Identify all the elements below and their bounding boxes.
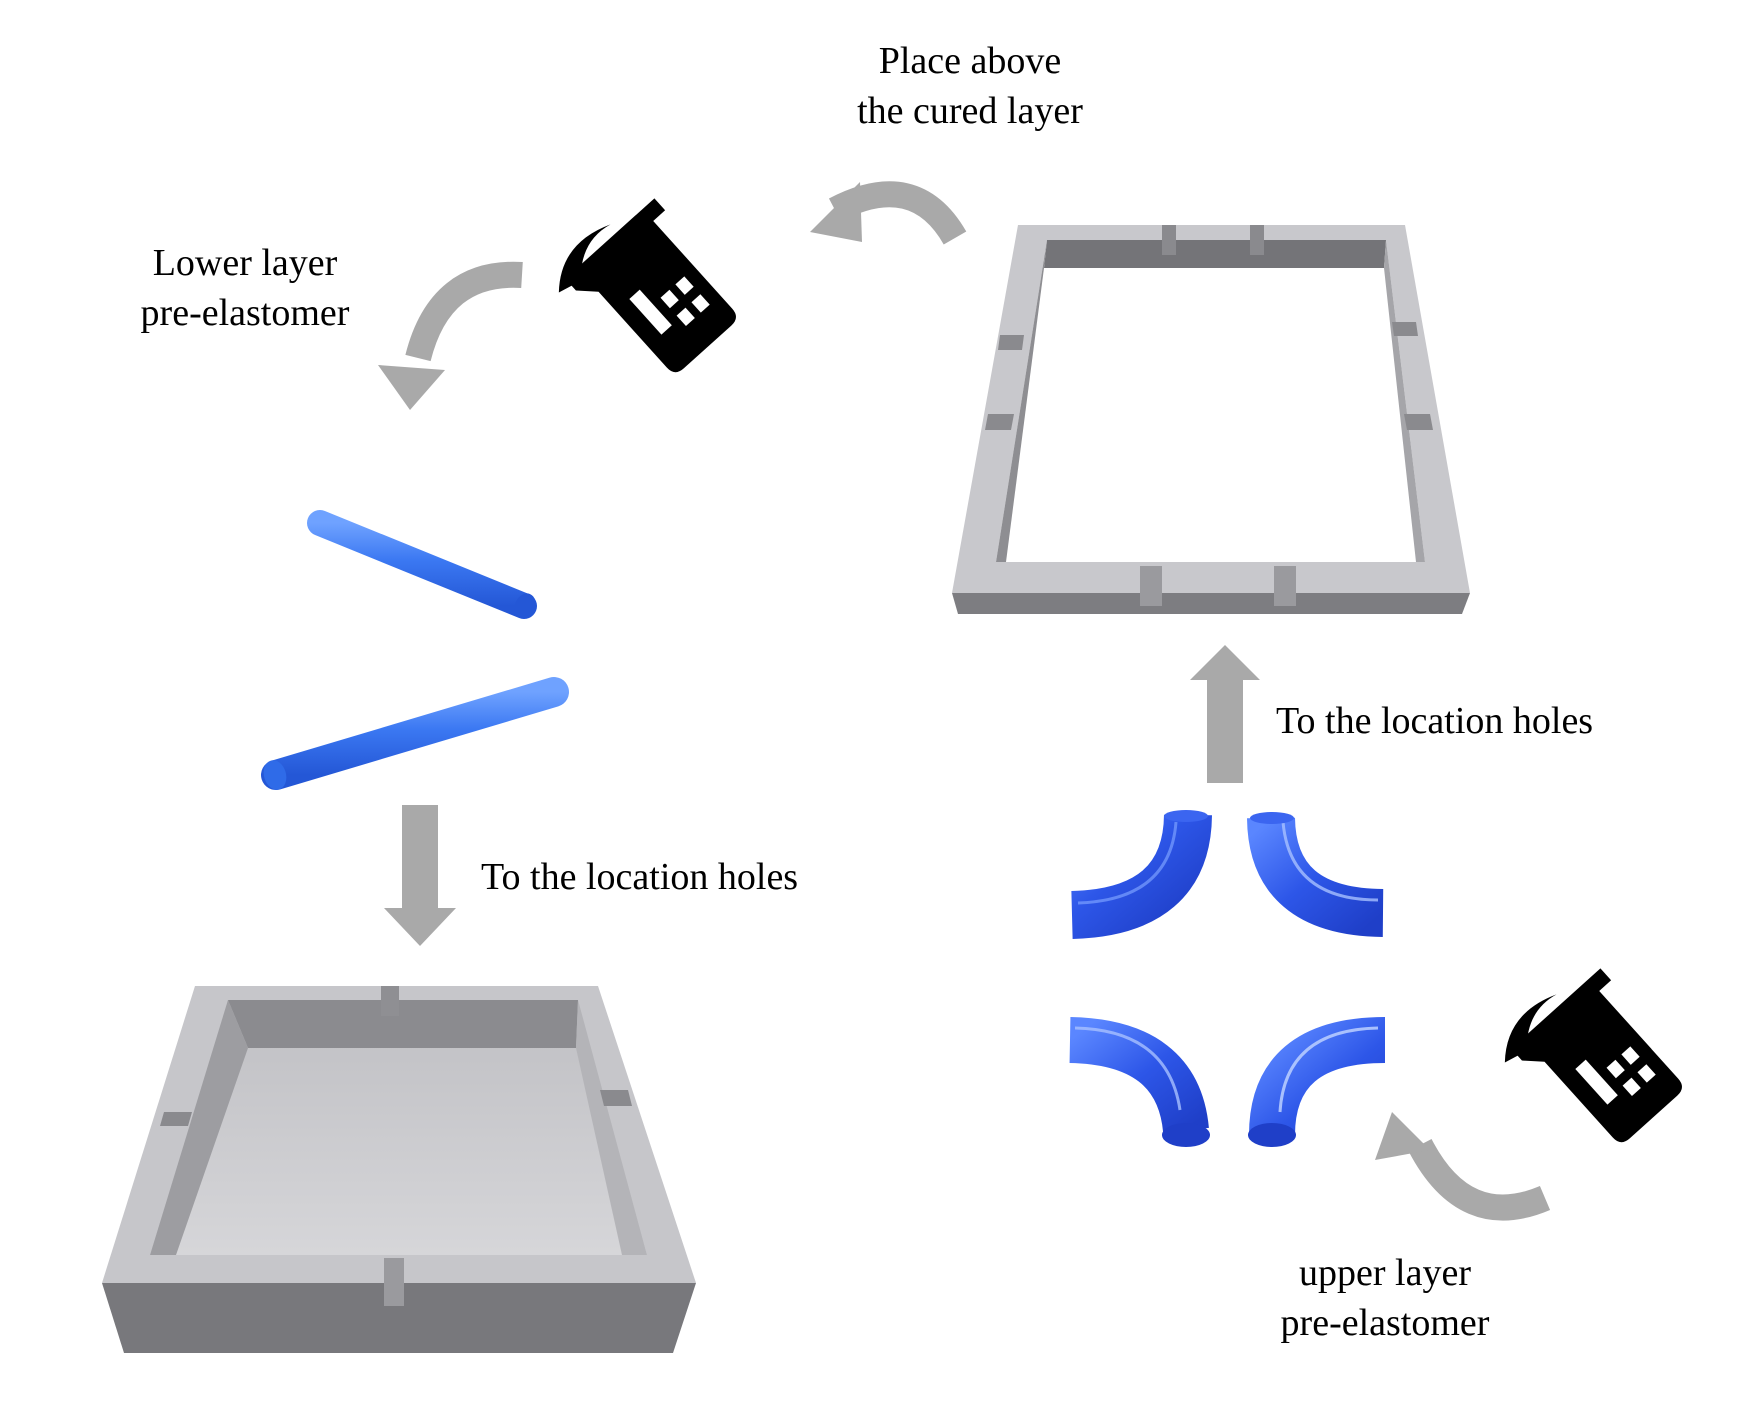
frame-notch-2 [1250,225,1264,255]
tray-cavity-floor [150,1000,647,1255]
upper-layer-label-line2: pre-elastomer [1280,1302,1490,1344]
curved-arrow-place-above [810,181,967,245]
arrow-up [1190,645,1260,783]
bend-top-right [1247,812,1384,937]
frame-inner-back-wall [1044,240,1386,268]
frame-notch-3 [1140,566,1162,606]
cured-layer-frame [952,225,1470,614]
lower-layer-label-line2: pre-elastomer [140,292,350,334]
tray-inner-right-wall [576,1000,647,1255]
to-location-holes-right-label: To the location holes [1276,700,1594,742]
bend-bottom-right [1248,1017,1386,1147]
tray-notch-back [381,986,399,1016]
lower-layer-label: Lower layer pre-elastomer [100,238,390,338]
place-above-label-line2: the cured layer [857,90,1083,132]
place-above-label: Place above the cured layer [820,36,1120,136]
upper-layer-label-line1: upper layer [1299,1252,1471,1294]
frame-inner-right-wall [1384,240,1425,562]
tray-notch-front [384,1258,404,1306]
lower-layer-label-line1: Lower layer [152,242,338,284]
tray-inner-back-wall [228,1000,578,1048]
bend-top-left [1070,810,1212,939]
frame-rim-top [952,225,1470,593]
beaker-pour-icon [558,198,736,373]
place-above-label-line1: Place above [878,40,1062,82]
tray-notch-left [160,1112,192,1126]
curved-bends [1069,810,1386,1147]
curved-arrow-upper-layer [1375,1112,1551,1221]
frame-notch-4 [1274,566,1296,606]
arrow-down [384,805,456,946]
frame-notch-6 [985,414,1014,430]
frame-front-face [952,593,1470,614]
curved-arrow-lower-layer [378,261,523,410]
straight-rod-upper [307,510,537,619]
tray-notch-right [600,1090,632,1106]
frame-notch-5 [998,335,1024,350]
frame-notch-7 [1392,322,1418,336]
tray-front-face [102,1283,696,1353]
upper-layer-label: upper layer pre-elastomer [1240,1248,1530,1348]
straight-rods [261,510,569,790]
beaker-pour-icon [1504,968,1682,1143]
frame-inner-left-wall [996,240,1047,562]
to-location-holes-left-label: To the location holes [481,856,799,898]
lower-mold-tray [102,986,696,1353]
frame-notch-8 [1404,414,1433,430]
bend-bottom-left [1069,1017,1210,1147]
frame-notch-1 [1162,225,1176,255]
straight-rod-lower [261,677,569,790]
tray-inner-left-wall [150,1000,248,1255]
